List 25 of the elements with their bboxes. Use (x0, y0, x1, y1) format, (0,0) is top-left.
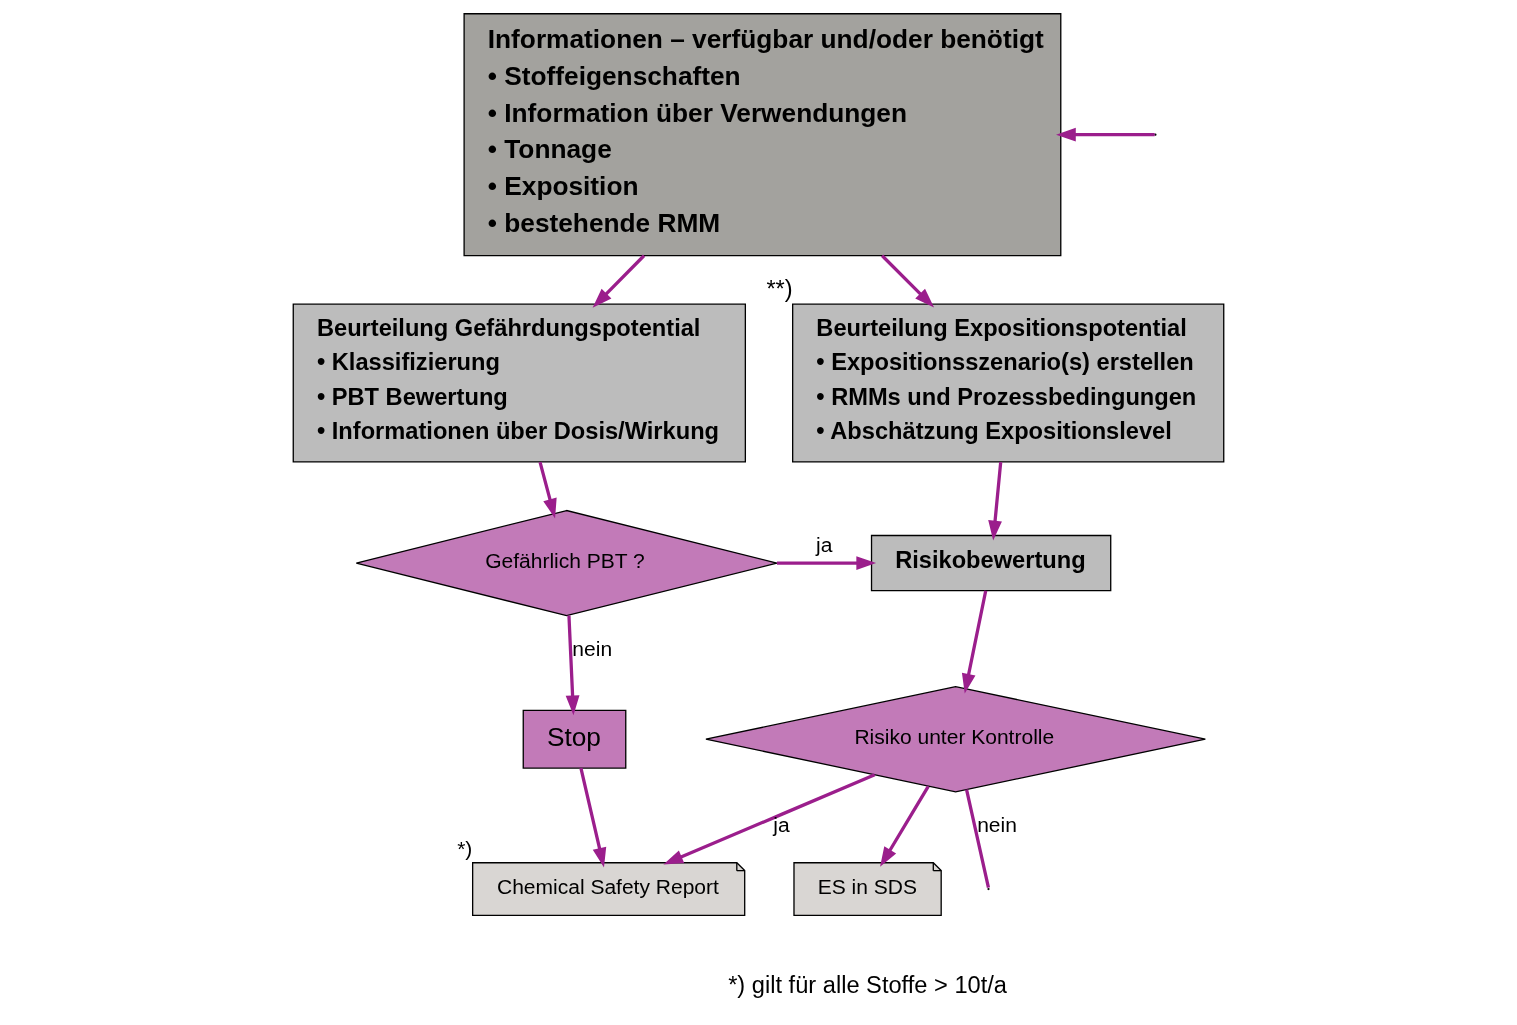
edge-label: ja (816, 533, 833, 557)
arrow (880, 254, 935, 308)
node-diamond: Gefährlich PBT ? (355, 509, 778, 617)
node-box: Risikobewertung (870, 534, 1112, 592)
edge-label: nein (572, 637, 613, 661)
label: *) gilt für alle Stoffe > 10t/a (728, 972, 1007, 999)
arrow (592, 254, 646, 308)
arrow (880, 785, 930, 867)
arrow (538, 461, 557, 519)
edge-label: nein (977, 813, 1017, 837)
node-box: Informationen – verfügbar und/oder benötigt • Stoffeigenschaften • Information über Verwendungen • Tonnage • Exposition • bestehende RMM (463, 13, 1062, 257)
arrow (579, 767, 607, 868)
arrow (663, 773, 876, 865)
node-box: Stop (522, 709, 627, 769)
node-box: Beurteilung Gefährdungspotential • Klassifizierung • PBT Bewertung • Informationen über Dosis/Wirkung (292, 303, 746, 463)
arrow (961, 590, 988, 694)
node-label: *) (457, 836, 473, 860)
node-diamond: Risiko unter Kontrolle (705, 685, 1206, 793)
arrow (777, 556, 877, 570)
node-box: Beurteilung Expositionspotential • Expositionsszenario(s) erstellen • RMMs und Prozessbedingungen • Abschätzung Expositionslevel (792, 303, 1225, 463)
arrow (565, 615, 580, 716)
arrow (988, 462, 1003, 541)
node-label: **) (766, 275, 793, 302)
edge-label: ja (773, 813, 790, 837)
connector (964, 789, 991, 888)
